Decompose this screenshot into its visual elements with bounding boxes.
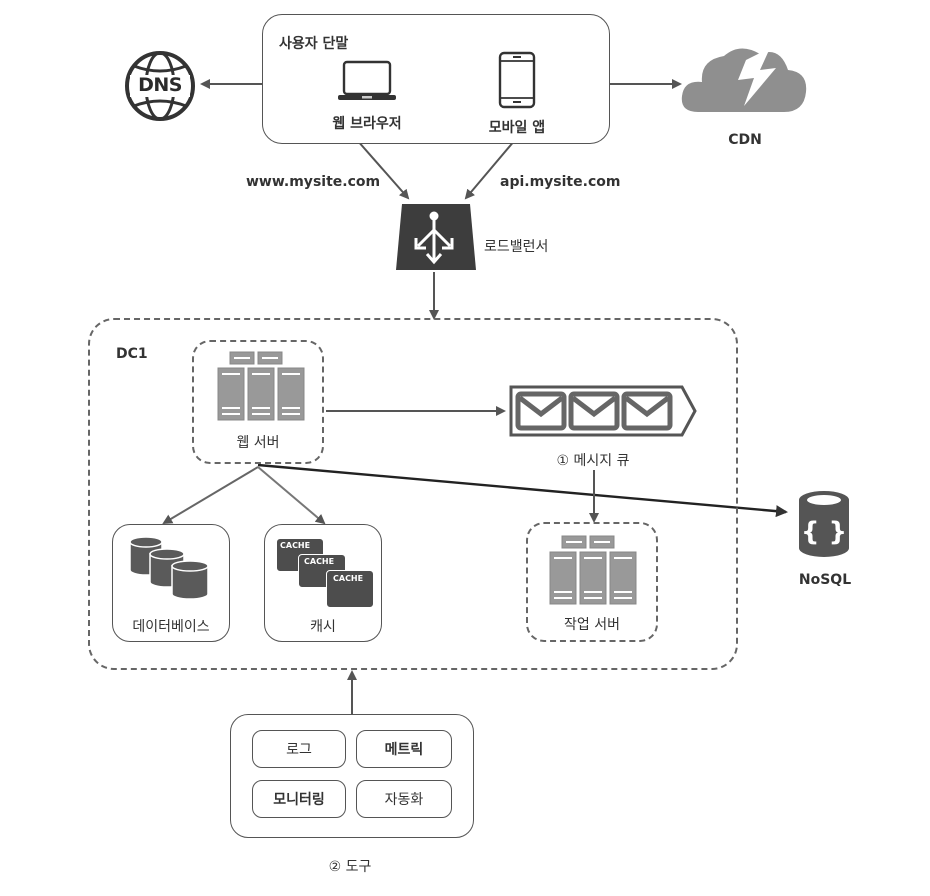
cache-tag: CACHE: [333, 574, 364, 583]
datacenter-dc1: [88, 318, 738, 670]
cdn-cloud-icon: [681, 48, 807, 112]
api-url-label: api.mysite.com: [500, 174, 621, 190]
tool-metrics-label: 메트릭: [384, 742, 424, 758]
message-queue-label: ① 메시지 큐: [556, 453, 630, 469]
tool-automation-label: 자동화: [384, 792, 424, 808]
cdn-label: CDN: [728, 132, 762, 148]
cache-tag: CACHE: [280, 541, 311, 550]
web-url-label: www.mysite.com: [246, 174, 381, 190]
tool-logs-label: 로그: [286, 742, 312, 758]
database-label: 데이터베이스: [132, 619, 210, 635]
worker-server-group: [526, 522, 658, 642]
message-queue-icon: [509, 385, 697, 437]
user-devices-title: 사용자 단말: [279, 36, 349, 52]
web-server-icon: [217, 351, 305, 421]
cache-block-3: CACHE: [326, 570, 374, 608]
user-devices-group: 사용자 단말 웹 브라우저 모바일 앱: [262, 14, 610, 144]
tools-caption: ② 도구: [328, 859, 372, 875]
tool-monitoring-label: 모니터링: [273, 792, 325, 808]
cache-label: 캐시: [310, 619, 336, 635]
load-balancer-label: 로드밸런서: [484, 239, 549, 255]
load-balancer-icon: [396, 204, 476, 270]
dns-globe-icon: [125, 51, 195, 121]
tool-metrics: 메트릭: [356, 730, 452, 768]
worker-server-label: 작업 서버: [564, 617, 620, 633]
svg-text:{ }: { }: [801, 517, 847, 547]
laptop-icon: [338, 60, 396, 100]
database-icon: [129, 536, 209, 600]
mobile-phone-icon: [498, 51, 536, 109]
dns-node: DNS: [122, 48, 202, 124]
cache-tag: CACHE: [304, 557, 335, 566]
mobile-app-label: 모바일 앱: [488, 120, 546, 136]
tool-automation: 자동화: [356, 780, 452, 818]
nosql-label: NoSQL: [798, 572, 852, 588]
dc1-label: DC1: [116, 346, 148, 362]
worker-server-icon: [549, 535, 637, 605]
web-server-label: 웹 서버: [236, 435, 280, 451]
tool-logs: 로그: [252, 730, 346, 768]
web-server-group: [192, 340, 324, 464]
web-browser-label: 웹 브라우저: [332, 116, 402, 132]
tool-monitoring: 모니터링: [252, 780, 346, 818]
dns-label: DNS: [138, 74, 182, 96]
nosql-database-icon: { }: [799, 491, 849, 557]
